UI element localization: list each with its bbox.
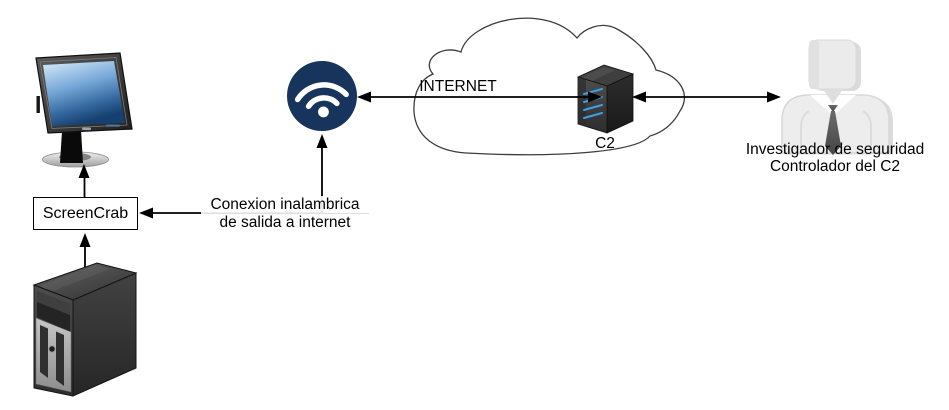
wireless-label-line2: de salida a internet [219,214,351,231]
c2-label: C2 [595,135,615,152]
wireless-label-line1: Conexion inalambrica [201,196,369,214]
arrow-tower-to-screencrab [79,233,91,267]
internet-label: INTERNET [419,78,497,95]
wireless-connection-label: Conexion inalambrica de salida a interne… [201,196,369,231]
server-icon [576,64,635,134]
person-icon [781,39,893,155]
monitor-icon [35,52,133,168]
person-label: Investigador de seguridad Controlador de… [731,141,939,175]
arrow-screencrab-to-monitor [78,164,90,197]
person-label-line1: Investigador de seguridad [745,141,925,158]
desktop-tower-icon [32,262,138,397]
screencrab-label: ScreenCrab [42,204,129,222]
wifi-icon [287,61,357,131]
arrow-wifi-server [357,91,602,103]
person-label-line2: Controlador del C2 [769,158,901,175]
screencrab-node: ScreenCrab [33,197,138,230]
arrow-server-person [632,91,781,103]
